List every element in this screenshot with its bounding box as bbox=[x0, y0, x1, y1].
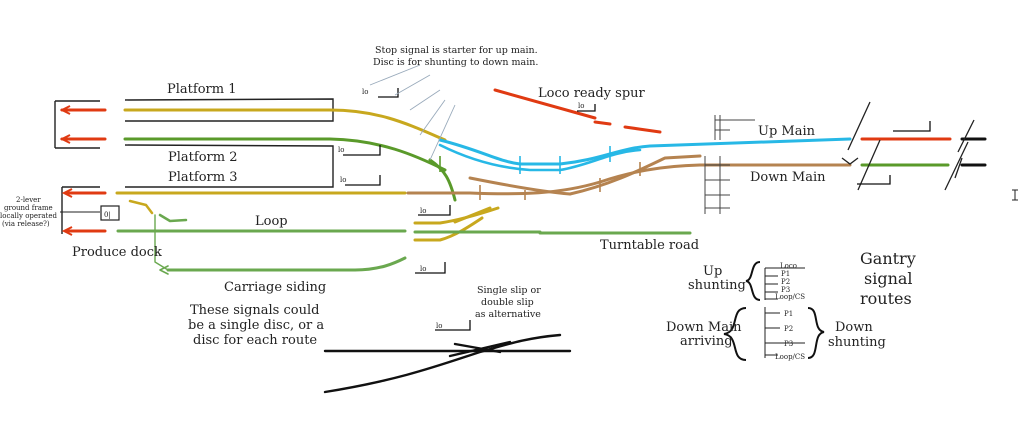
svg-text:lo: lo bbox=[340, 176, 346, 184]
slip-crossing bbox=[448, 340, 512, 358]
ground-frame-box-label: 0| bbox=[104, 211, 111, 219]
up-route-loop-cs: Loop/CS bbox=[775, 293, 805, 301]
platform-2-label: Platform 2 bbox=[168, 150, 237, 165]
up-shunting-line-1: Up bbox=[703, 264, 722, 279]
down-main-arriving-line-1: Down Main bbox=[666, 320, 742, 335]
down-route-p2: P2 bbox=[784, 325, 793, 333]
buffer-stop-icon bbox=[59, 105, 73, 236]
carriage-siding-track bbox=[166, 256, 407, 272]
loop-pointwork-green bbox=[413, 230, 692, 235]
svg-text:lo: lo bbox=[362, 88, 368, 96]
rail-ties bbox=[439, 146, 641, 200]
platform-1-track bbox=[123, 108, 447, 142]
gantry-title-line-3: routes bbox=[860, 289, 912, 308]
turntable-road-link bbox=[453, 206, 492, 224]
disc-signal-icon: lo lo lo lo lo lo lo bbox=[338, 88, 584, 330]
gantry-title-line-1: Gantry bbox=[860, 249, 916, 268]
loco-ready-spur-track bbox=[493, 88, 597, 120]
ground-frame-note-3: locally operated bbox=[0, 212, 58, 220]
carriage-siding-label: Carriage siding bbox=[224, 280, 326, 295]
platform-1-label: Platform 1 bbox=[167, 82, 236, 97]
signals-note-line-2: be a single disc, or a bbox=[188, 318, 324, 333]
turntable-road-label: Turntable road bbox=[600, 238, 699, 253]
slip-diagram bbox=[323, 333, 572, 394]
up-main-lower bbox=[438, 143, 642, 172]
curly-brace-icon bbox=[723, 261, 825, 361]
down-route-loop-cs: Loop/CS bbox=[775, 353, 805, 361]
svg-text:lo: lo bbox=[420, 207, 426, 215]
up-shunting-line-2: shunting bbox=[688, 278, 746, 293]
up-route-p2: P2 bbox=[781, 278, 790, 286]
svg-text:lo: lo bbox=[420, 265, 426, 273]
down-main-turnout bbox=[468, 176, 572, 196]
loop-label: Loop bbox=[255, 214, 288, 229]
ground-frame-note-4: (via release?) bbox=[2, 220, 50, 228]
gantry-title-line-2: signal bbox=[864, 269, 913, 288]
loco-ready-spur-label: Loco ready spur bbox=[538, 86, 646, 101]
signal-post-icon bbox=[343, 88, 931, 331]
ground-frame-note-1: 2-lever bbox=[16, 196, 41, 204]
platform-2-3-outline bbox=[124, 144, 334, 188]
slip-note-line-1: Single slip or bbox=[477, 285, 541, 296]
down-route-p3: P3 bbox=[784, 340, 793, 348]
green-crossover bbox=[428, 158, 457, 202]
ground-frame-note-2: ground frame bbox=[4, 204, 53, 212]
platform-3-label: Platform 3 bbox=[168, 170, 237, 185]
down-main-label: Down Main bbox=[750, 170, 826, 185]
down-shunting-line-1: Down bbox=[835, 320, 873, 335]
down-main-arriving-line-2: arriving bbox=[680, 334, 733, 349]
up-route-loco: Loco bbox=[780, 262, 797, 270]
svg-text:lo: lo bbox=[578, 102, 584, 110]
gantry-route-key bbox=[764, 267, 805, 358]
slip-diverging-line bbox=[323, 333, 562, 394]
carriage-siding-buffer bbox=[159, 265, 169, 275]
up-main-track bbox=[438, 137, 852, 166]
svg-text:lo: lo bbox=[436, 322, 442, 330]
up-route-p3: P3 bbox=[781, 286, 790, 294]
signals-note-line-3: disc for each route bbox=[193, 333, 317, 348]
up-main-label: Up Main bbox=[758, 124, 816, 139]
loco-ready-spur-link bbox=[593, 120, 662, 134]
stop-note-line-2: Disc is for shunting to down main. bbox=[373, 57, 538, 68]
station-left-wall-bottom bbox=[61, 186, 100, 234]
signals-note-line-1: These signals could bbox=[190, 303, 319, 318]
gantry-structure bbox=[704, 115, 755, 214]
down-route-p1: P1 bbox=[784, 310, 793, 318]
svg-text:lo: lo bbox=[338, 146, 344, 154]
down-main-turnout-2 bbox=[568, 154, 702, 196]
edge-marker-icon bbox=[1012, 189, 1018, 201]
produce-dock-stub bbox=[158, 213, 188, 223]
slip-note-line-2: double slip bbox=[481, 297, 534, 308]
stop-note-leaders bbox=[369, 64, 456, 161]
produce-dock-yellow-stub bbox=[128, 199, 154, 215]
station-wall-stubs bbox=[55, 100, 100, 149]
line-break-icon bbox=[841, 101, 975, 191]
platform-2-track bbox=[123, 137, 447, 172]
down-shunting-line-2: shunting bbox=[828, 335, 886, 350]
produce-dock-label: Produce dock bbox=[72, 245, 162, 260]
platform-buildings bbox=[54, 98, 334, 234]
stop-note-line-1: Stop signal is starter for up main. bbox=[375, 45, 538, 56]
ground-frame-box bbox=[100, 205, 120, 221]
carriage-siding-link bbox=[154, 214, 169, 271]
slip-note-line-3: as alternative bbox=[475, 309, 541, 320]
up-route-p1: P1 bbox=[781, 270, 790, 278]
